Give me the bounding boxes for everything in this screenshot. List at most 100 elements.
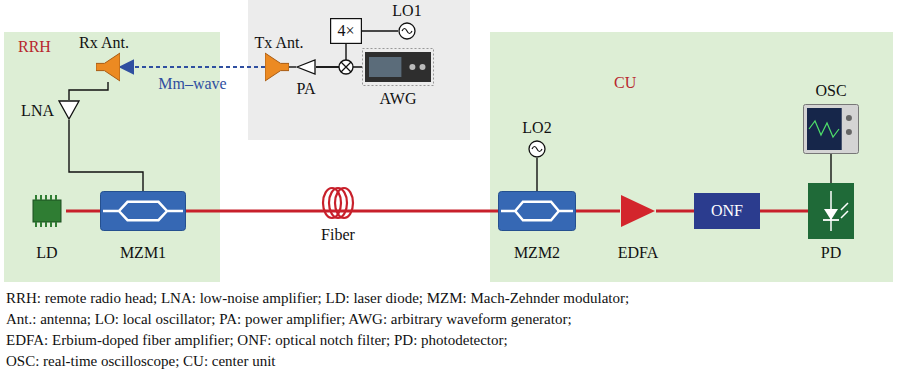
waveform-generator-part: [365, 52, 431, 82]
node-label: 4×: [337, 22, 354, 40]
modulator-box-icon: [100, 191, 186, 231]
label-holder: Tx Ant.: [255, 34, 304, 52]
optical-amplifier-icon: [620, 194, 656, 228]
photodetector-box-part: [823, 219, 839, 221]
mixer-symbol: [339, 60, 353, 74]
laser-diode-part: [35, 222, 37, 227]
horn-antenna: Tx Ant.: [265, 52, 289, 82]
laser-diode-part: [40, 222, 42, 227]
node-label: ONF: [711, 202, 743, 220]
label-holder: MZM1: [120, 244, 166, 262]
modulator-box-part: [101, 192, 186, 231]
component-label: MZM2: [514, 244, 560, 262]
oscillator-source-part: [532, 147, 542, 152]
oscilloscope-part: [846, 129, 852, 135]
fiber-coil: [323, 188, 353, 218]
photodetector-box-part: [808, 183, 854, 239]
label-holder: LD: [36, 244, 57, 262]
component-label: LO2: [522, 119, 551, 137]
optical-fiber-link: [576, 210, 620, 213]
label-holder: OSC: [815, 82, 846, 100]
component-label: LD: [36, 244, 57, 262]
label-holder: PD: [821, 244, 841, 262]
amplifier-triangle-icon: [58, 100, 80, 120]
electrical-wire: [536, 158, 537, 191]
label-holder: RRH: [18, 38, 51, 56]
link-label: Mm–wave: [158, 75, 226, 93]
component-label: LNA: [21, 102, 54, 120]
amplifier-triangle-part: [297, 60, 315, 74]
amplifier-triangle-part: [59, 101, 79, 119]
optical-fiber-link: [656, 210, 694, 213]
modulator-box: MZM2: [498, 191, 576, 231]
oscilloscope-part: [804, 105, 859, 154]
electrical-wire: [289, 66, 296, 67]
laser-diode-part: [45, 222, 47, 227]
amplifier-triangle-icon: [296, 59, 316, 75]
label-holder: OSC: real-time oscilloscope; CU: center …: [6, 352, 276, 370]
abbreviation-note: EDFA: Erbium-doped fiber amplifier; ONF:…: [6, 331, 508, 349]
photodetector-box-part: [841, 203, 848, 218]
component-label: Rx Ant.: [79, 34, 129, 52]
waveform-generator-part: [409, 64, 415, 70]
label-holder: PA: [297, 80, 316, 98]
oscillator-source-part: [402, 29, 412, 34]
label-holder: LO2: [522, 119, 551, 137]
modulator-box-icon: [498, 191, 576, 231]
region-title: CU: [614, 74, 636, 92]
optical-fiber-link: [186, 210, 498, 213]
photodetector-box: PD: [808, 183, 854, 239]
horn-antenna: Rx Ant.: [96, 52, 120, 82]
oscilloscope-part: [846, 115, 852, 121]
waveform-generator-part: [419, 64, 425, 70]
photodetector-box-icon: [808, 183, 854, 239]
laser-diode-part: [40, 195, 42, 200]
laser-diode: LD: [28, 193, 66, 229]
photodetector-box-part: [824, 209, 838, 220]
waveform-generator: AWG: [362, 48, 434, 86]
component-label: MZM1: [120, 244, 166, 262]
region-title: RRH: [18, 38, 51, 56]
modulator-box: MZM1: [100, 191, 186, 231]
amplifier-triangle: LNA: [58, 100, 80, 120]
laser-diode-part: [45, 195, 47, 200]
mixer-circle: [339, 60, 353, 74]
component-label: PA: [297, 80, 316, 98]
component-label: AWG: [380, 90, 417, 108]
label-holder: AWG: [380, 90, 417, 108]
horn-antenna-part: [96, 53, 120, 81]
multiplier-box: 4×: [330, 18, 362, 44]
horn-antenna-icon: [96, 52, 120, 82]
oscillator-source: LO1: [398, 22, 416, 40]
waveform-generator-part: [369, 57, 401, 77]
laser-diode-part: [33, 200, 61, 222]
unit-region: CU MZM2 LO2EDFA ONF PD OSC: [490, 32, 893, 282]
waveform-generator-part: [363, 49, 434, 86]
label-holder: EDFA: [618, 244, 659, 262]
abbreviation-note: Ant.: antenna; LO: local oscillator; PA:…: [6, 310, 572, 328]
label-holder: EDFA: Erbium-doped fiber amplifier; ONF:…: [6, 331, 508, 349]
transmitter-panel: [248, 0, 470, 140]
unit-region: RRH LD MZM1 LNA Rx Ant.: [4, 32, 220, 282]
filter-box: ONF: [694, 193, 760, 229]
electrical-wire: [830, 154, 831, 183]
oscilloscope-icon: [803, 104, 859, 154]
fiber-loop: [335, 188, 353, 218]
oscillator-source: LO2: [528, 140, 546, 158]
fiber-label: Fiber: [321, 226, 355, 244]
oscillator-source-part: [399, 23, 415, 39]
laser-diode-part: [35, 195, 37, 200]
laser-diode-part: [55, 222, 57, 227]
component-label: PD: [821, 244, 841, 262]
abbreviation-note: OSC: real-time oscilloscope; CU: center …: [6, 352, 276, 370]
label-holder: Fiber: [321, 226, 355, 244]
optical-amplifier-part: [621, 195, 655, 227]
component-label: Tx Ant.: [255, 34, 304, 52]
waveform-generator-icon: [362, 48, 434, 86]
label-holder: Rx Ant.: [79, 34, 129, 52]
filter-box-part: [694, 193, 760, 229]
laser-diode-part: [50, 222, 52, 227]
optical-fiber-link: [66, 210, 100, 213]
label-holder: LNA: [21, 102, 54, 120]
component-label: EDFA: [618, 244, 659, 262]
